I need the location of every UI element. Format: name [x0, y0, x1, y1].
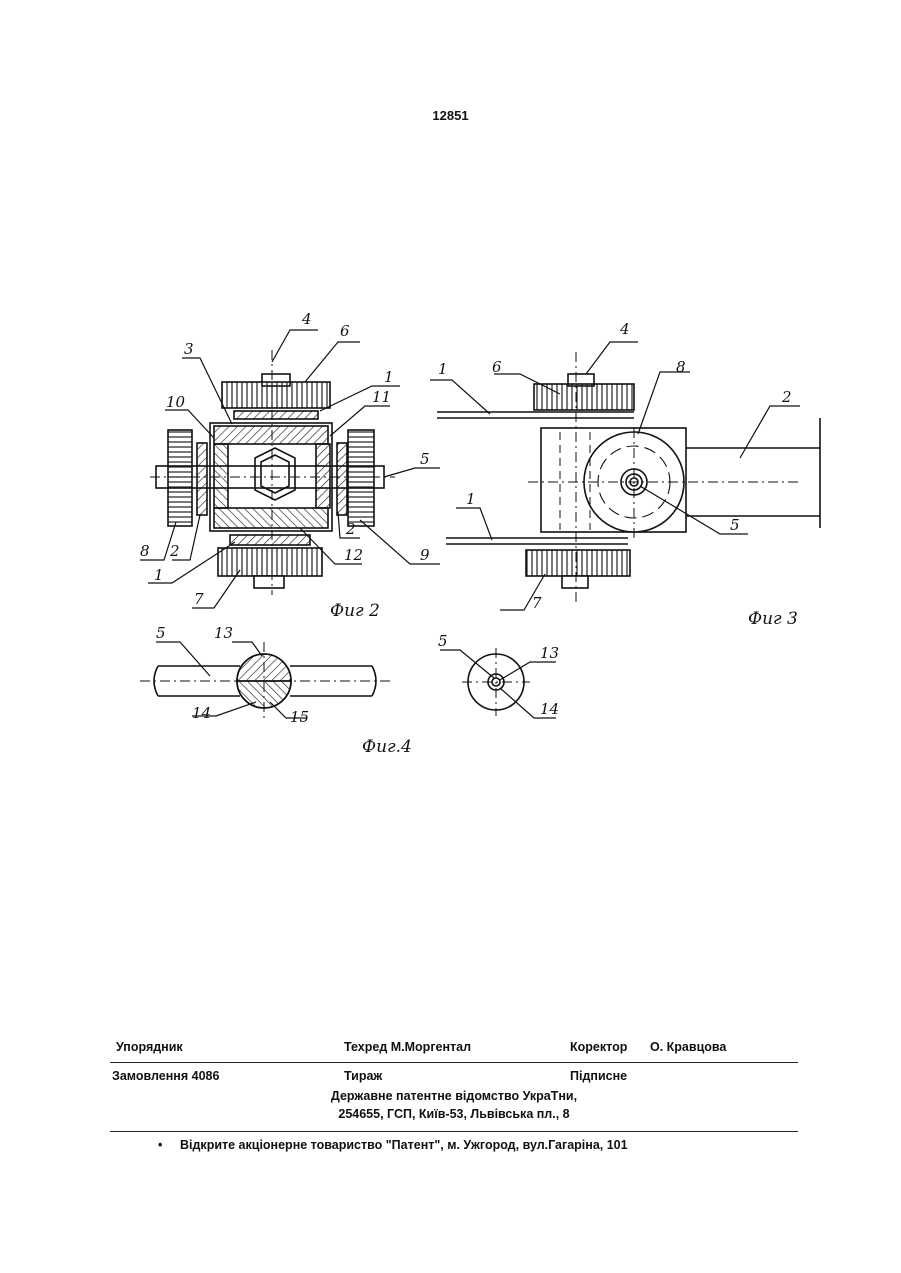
svg-text:2: 2	[169, 542, 180, 560]
svg-text:5: 5	[420, 450, 430, 468]
publisher: Відкрите акціонерне товариство "Патент",…	[180, 1138, 628, 1152]
svg-text:6: 6	[492, 358, 502, 376]
corrector-label: Коректор	[570, 1040, 627, 1054]
svg-text:4: 4	[619, 320, 630, 338]
divider	[110, 1062, 798, 1063]
svg-text:1: 1	[438, 360, 448, 378]
svg-text:9: 9	[420, 546, 430, 564]
svg-text:13: 13	[540, 644, 559, 662]
svg-text:7: 7	[532, 594, 542, 612]
svg-text:1: 1	[466, 490, 476, 508]
corrector-name: О. Кравцова	[650, 1040, 726, 1054]
compiler-label: Упорядник	[116, 1040, 183, 1054]
circulation: Тираж	[344, 1069, 382, 1083]
figure-3-caption: Фиг 3	[748, 609, 798, 629]
svg-text:7: 7	[194, 590, 204, 608]
svg-text:1: 1	[154, 566, 164, 584]
figure-3	[430, 342, 820, 610]
subscription: Підписне	[570, 1069, 627, 1083]
svg-text:2: 2	[345, 520, 356, 538]
svg-text:6: 6	[340, 322, 350, 340]
figure-2-caption: Фиг 2	[330, 601, 380, 621]
svg-text:1: 1	[384, 368, 394, 386]
page-number: 12851	[0, 108, 901, 123]
svg-text:5: 5	[730, 516, 740, 534]
tech-editor: Техред М.Моргентал	[344, 1040, 471, 1054]
imprint-block: Упорядник Техред М.Моргентал Коректор О.…	[110, 1040, 800, 1158]
divider	[110, 1131, 798, 1132]
svg-text:4: 4	[301, 310, 312, 328]
office-line-1: Державне патентне відомство УкраТни,	[110, 1087, 798, 1105]
svg-text:5: 5	[156, 624, 166, 642]
svg-text:10: 10	[166, 393, 186, 411]
svg-text:8: 8	[676, 358, 686, 376]
figure-2	[140, 330, 440, 608]
svg-text:14: 14	[192, 704, 211, 722]
svg-text:11: 11	[372, 388, 391, 406]
bullet: •	[158, 1138, 162, 1152]
svg-text:8: 8	[140, 542, 150, 560]
svg-text:2: 2	[781, 388, 792, 406]
svg-text:12: 12	[344, 546, 363, 564]
patent-drawings: 4 6 3 1 10 11 5 8 2 1 7 2 12 9 Фиг 2	[0, 290, 901, 780]
svg-text:3: 3	[184, 340, 194, 358]
svg-text:13: 13	[214, 624, 233, 642]
svg-text:15: 15	[290, 708, 309, 726]
svg-text:14: 14	[540, 700, 559, 718]
order-number: Замовлення 4086	[112, 1069, 219, 1083]
svg-text:5: 5	[438, 632, 448, 650]
office-line-2: 254655, ГСП, Київ-53, Львівська пл., 8	[110, 1105, 798, 1123]
figure-4-caption: Фиг.4	[362, 737, 412, 757]
